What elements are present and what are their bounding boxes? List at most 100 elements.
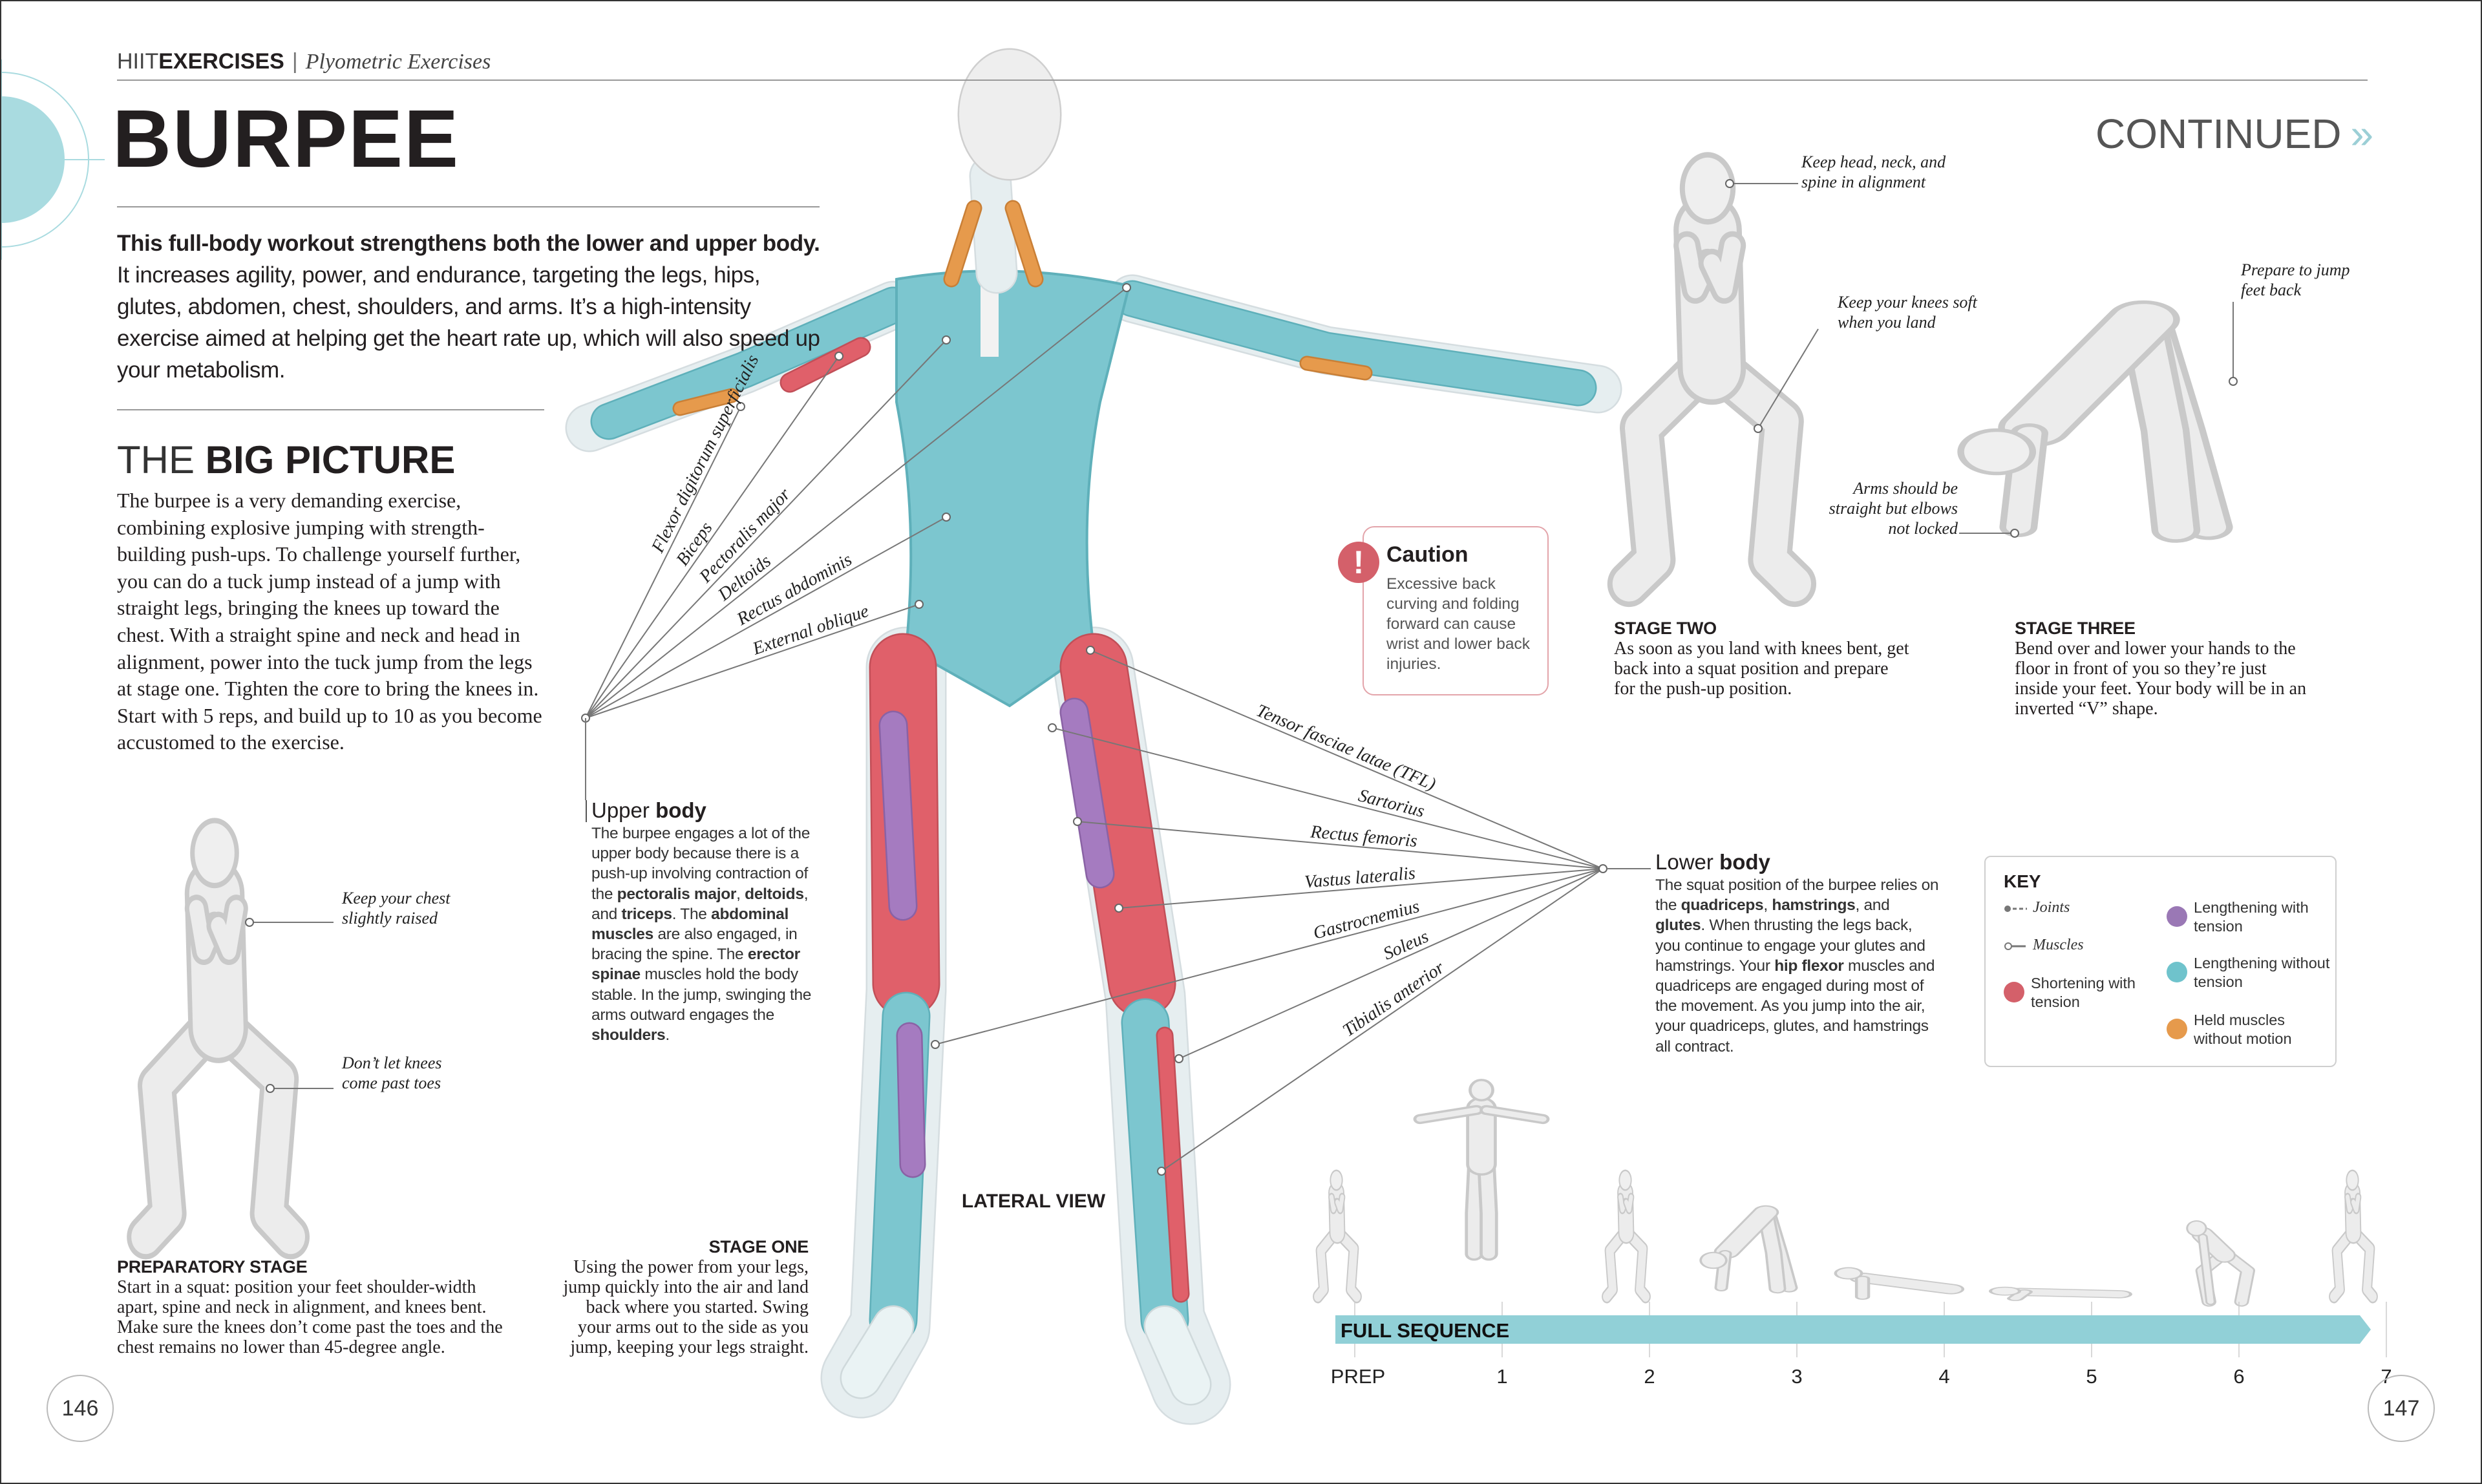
muscle-marker-icon [1725,179,1734,188]
muscle-marker-icon [245,918,254,927]
legend-muscles: Muscles [2033,937,2084,953]
lower-body-segment-text: The squat position of the burpee relies … [1655,876,1939,915]
legend-item-label: Shortening with tension [2031,975,2136,1010]
stage-two-figure [1607,152,1817,608]
muscle-marker-icon [942,513,951,522]
lower-muscle-label: Sartorius [1356,785,1427,822]
sequence-figure-5 [1989,1286,2132,1301]
lateral-view-label: LATERAL VIEW [961,1191,1106,1212]
page-number-right: 147 [2368,1375,2435,1442]
legend-item-label: Lengthening without tension [2194,955,2330,990]
muscle-marker-icon [2229,377,2238,386]
legend-symbols [2004,906,2027,950]
big-picture-heading-bold: BIG PICTURE [205,438,456,482]
legend-title: KEY [2004,871,2041,891]
stage-three: STAGE THREE Bend over and lower your han… [2015,619,2312,719]
lower-leader-line [1178,868,1604,1059]
muscle-ring-icon [2004,942,2012,950]
preparatory-stage-text: Start in a squat: position your feet sho… [117,1277,503,1357]
continued-label: CONTINUED» [2095,110,2373,158]
legend-item-label: Lengthening with tension [2194,899,2309,935]
sequence-figure-2 [1602,1169,1651,1304]
muscle-marker-icon [1754,424,1763,433]
caution-title: Caution [1386,542,1469,567]
upper-body-segment-bold: erector spinae [591,946,800,984]
stage-two: STAGE TWO As soon as you land with knees… [1614,619,1911,699]
legend-joints: Joints [2033,899,2070,916]
sequence-step-label: 4 [1938,1365,1950,1388]
sequence-step-label: 3 [1791,1365,1803,1388]
big-picture-heading: THE BIG PICTURE [117,438,455,482]
upper-body-segment-text: , [736,885,745,903]
upper-body-segment-text: , and [591,885,809,923]
breadcrumb-separator: | [292,49,298,74]
upper-body-text: The burpee engages a lot of the upper bo… [591,823,814,1045]
sequence-step-label: 1 [1496,1365,1508,1388]
intro-segment-bold: This full-body workout strengthens both … [117,231,820,256]
lower-body-heading: Lower body [1655,849,1940,875]
full-sequence-bar [1335,1315,2360,1344]
muscle-marker-icon [266,1084,275,1093]
stage-two-note-head: Keep head, neck, and spine in alignment [1801,153,1946,191]
lower-leader-line [1161,868,1604,1172]
breadcrumb-section-bold: EXERCISES [158,49,284,74]
lower-leader-line [1118,868,1604,909]
lower-body-segment-bold: glutes [1655,917,1701,935]
muscle-marker-icon [2010,529,2019,538]
legend-color-dot [2167,1019,2187,1039]
sequence-figure-1 [1413,1079,1550,1261]
muscle-marker-icon [942,335,951,344]
page-number-left: 146 [47,1375,114,1442]
stage-two-text: As soon as you land with knees bent, get… [1614,639,1909,699]
stage-two-note-knees: Keep your knees soft when you land [1838,293,1977,332]
sequence-arrow-icon [2360,1315,2371,1344]
lower-body-segment-text: , and [1855,896,1890,915]
intro-rule [117,409,544,410]
muscle-marker-icon [736,402,745,411]
lower-body-heading-light: Lower [1655,850,1713,874]
upper-body-heading-bold: body [655,798,706,822]
stage-three-title: STAGE THREE [2015,619,2136,638]
muscle-marker-icon [1157,1167,1166,1176]
full-sequence-label: FULL SEQUENCE [1341,1319,1510,1342]
anatomical-figure [565,48,1622,1425]
prep-stage-figure [127,818,310,1260]
lower-muscle-label: Tensor fasciae latae (TFL) [1253,701,1439,795]
breadcrumb: HIITEXERCISES|Plyometric Exercises [117,49,491,74]
double-chevron-icon: » [2350,111,2374,157]
preparatory-stage: PREPARATORY STAGE Start in a squat: posi… [117,1257,505,1357]
lower-leader-line [935,868,1604,1045]
upper-body-segment-text: are also engaged, in bracing the spine. … [591,926,798,964]
muscle-marker-icon [834,352,843,361]
note-leader-line [1757,328,1819,429]
upper-body-heading-light: Upper [591,798,650,822]
lower-body-box: Lower body The squat position of the bur… [1655,849,1940,1057]
sequence-figure-6 [2186,1220,2256,1307]
upper-leader-line [585,406,741,719]
upper-body-heading: Upper body [591,798,814,823]
continued-text: CONTINUED [2095,111,2342,157]
legend-key-box [1984,856,2337,1067]
stage-three-note-arms: Arms should be straight but elbows not l… [1829,479,1958,538]
preparatory-stage-title: PREPARATORY STAGE [117,1257,308,1277]
page-title: BURPEE [112,93,460,184]
upper-leader-line [585,287,1127,719]
upper-body-box: Upper body The burpee engages a lot of t… [591,798,814,1045]
lower-body-segment-bold: hip flexor [1774,957,1844,975]
muscle-marker-icon [915,600,924,609]
lower-body-heading-bold: body [1719,850,1770,874]
chapter-tab-circle [1,59,105,260]
upper-leader-line [585,604,920,719]
sequence-step-label: 5 [2086,1365,2097,1388]
upper-body-segment-text: muscles hold the body stable. In the jum… [591,966,812,1024]
sequence-figure-0 [1313,1169,1362,1304]
stage-three-note-jump: Prepare to jump feet back [2241,260,2350,299]
big-picture-heading-light: THE [117,438,195,482]
upper-body-segment-text: The burpee engages a lot of the upper bo… [591,825,811,903]
upper-body-segment-bold: deltoids [745,885,804,903]
breadcrumb-section-light: HIIT [117,49,159,74]
lower-body-text: The squat position of the burpee relies … [1655,875,1940,1057]
upper-leader-line [585,516,947,719]
lower-muscle-label: Tibialis anterior [1339,957,1448,1041]
